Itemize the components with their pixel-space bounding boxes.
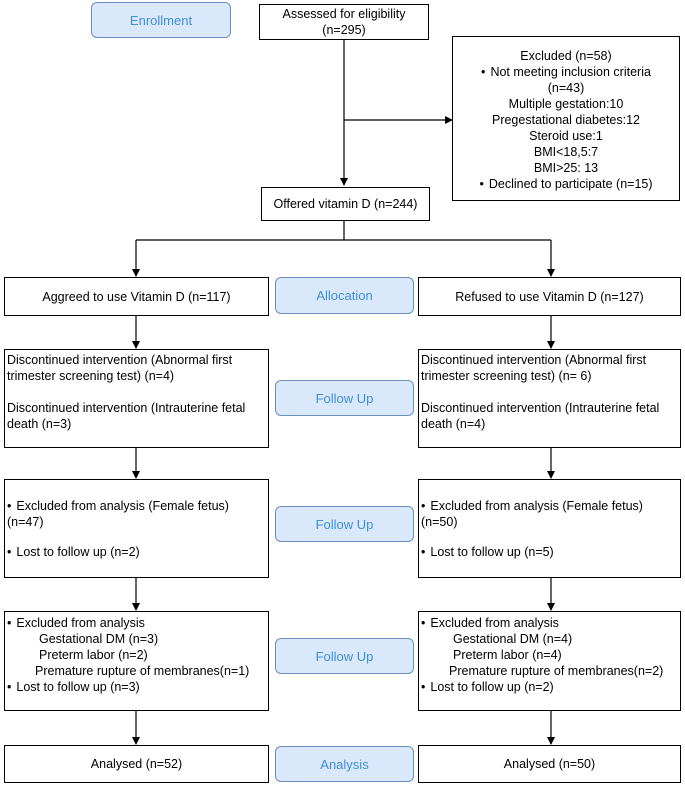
stage-allocation-label: Allocation [316, 288, 373, 303]
right-followup3-gdm: Gestational DM (n=4) [453, 632, 573, 646]
stage-allocation: Allocation [275, 277, 414, 314]
excluded-not-meeting-text: Not meeting inclusion criteria [490, 65, 651, 79]
excluded-box: Excluded (n=58) Not meeting inclusion cr… [452, 36, 680, 201]
excluded-pregestational-diabetes: Pregestational diabetes:12 [491, 113, 641, 127]
left-analysed-label: Analysed (n=52) [90, 757, 183, 771]
offered-label: Offered vitamin D (n=244) [273, 197, 418, 211]
left-followup1-box: Discontinued intervention (Abnormal firs… [4, 349, 269, 448]
excluded-not-meeting: Not meeting inclusion criteria [453, 64, 679, 80]
excluded-declined: Declined to participate (n=15) [453, 176, 679, 192]
right-followup3-box: Excluded from analysis Gestational DM (n… [418, 611, 681, 711]
right-followup3-prom: Premature rupture of membranes(n=2) [449, 664, 664, 678]
stage-analysis-label: Analysis [320, 756, 369, 772]
right-allocation-box: Refused to use Vitamin D (n=127) [418, 277, 681, 316]
stage-enrollment-label: Enrollment [129, 12, 193, 28]
right-followup3-preterm: Preterm labor (n=4) [453, 648, 562, 662]
right-followup2-a1-text: Excluded from analysis (Female fetus) [430, 499, 643, 513]
left-followup1-b1: Discontinued intervention (Intrauterine … [7, 401, 246, 415]
left-followup2-b-text: Lost to follow up (n=2) [16, 545, 140, 559]
right-analysed-box: Analysed (n=50) [418, 745, 681, 783]
excluded-declined-text: Declined to participate (n=15) [488, 177, 653, 191]
stage-follow-up-1-label: Follow Up [315, 390, 374, 406]
left-followup2-a1-text: Excluded from analysis (Female fetus) [16, 499, 229, 513]
excluded-bmi-low: BMI<18,5:7 [533, 145, 599, 159]
right-followup3-lost-text: Lost to follow up (n=2) [430, 680, 554, 694]
left-followup3-gdm: Gestational DM (n=3) [39, 632, 159, 646]
right-followup1-a1: Discontinued intervention (Abnormal firs… [421, 353, 647, 367]
left-followup3-lost: Lost to follow up (n=3) [7, 679, 266, 695]
left-followup2-a2: (n=47) [7, 515, 44, 529]
stage-enrollment: Enrollment [91, 2, 231, 38]
stage-follow-up-2-label: Follow Up [315, 516, 374, 532]
left-allocation-label: Aggreed to use Vitamin D (n=117) [42, 289, 231, 304]
left-followup3-prom: Premature rupture of membranes(n=1) [35, 664, 250, 678]
stage-follow-up-2: Follow Up [275, 506, 414, 542]
right-followup2-box: Excluded from analysis (Female fetus) (n… [418, 479, 681, 578]
left-followup1-a1: Discontinued intervention (Abnormal firs… [7, 353, 233, 367]
right-followup1-b1: Discontinued intervention (Intrauterine … [421, 401, 660, 415]
right-followup2-a1: Excluded from analysis (Female fetus) [421, 498, 678, 514]
stage-follow-up-1: Follow Up [275, 380, 414, 416]
right-followup1-box: Discontinued intervention (Abnormal firs… [418, 349, 681, 448]
right-followup3-lost: Lost to follow up (n=2) [421, 679, 678, 695]
left-followup2-a1: Excluded from analysis (Female fetus) [7, 498, 266, 514]
left-followup3-lost-text: Lost to follow up (n=3) [16, 680, 140, 694]
excluded-steroid-use: Steroid use:1 [529, 129, 603, 143]
stage-analysis: Analysis [275, 746, 414, 782]
excluded-not-meeting-count: (n=43) [547, 81, 585, 95]
right-followup1-a2: trimester screening test) (n= 6) [421, 369, 592, 383]
excluded-title: Excluded (n=58) [520, 49, 612, 63]
left-followup1-b2: death (n=3) [7, 417, 72, 431]
right-followup2-b-text: Lost to follow up (n=5) [430, 545, 554, 559]
stage-follow-up-3: Follow Up [275, 638, 414, 674]
excluded-multiple-gestation: Multiple gestation:10 [508, 97, 624, 111]
right-followup3-head-text: Excluded from analysis [430, 616, 559, 630]
offered-box: Offered vitamin D (n=244) [261, 187, 430, 221]
right-followup3-head: Excluded from analysis [421, 615, 678, 631]
left-followup3-preterm: Preterm labor (n=2) [39, 648, 148, 662]
right-followup2-b: Lost to follow up (n=5) [421, 544, 678, 560]
stage-follow-up-3-label: Follow Up [315, 648, 374, 664]
left-followup2-b: Lost to follow up (n=2) [7, 544, 266, 560]
right-analysed-label: Analysed (n=50) [503, 757, 596, 771]
right-allocation-label: Refused to use Vitamin D (n=127) [455, 289, 644, 304]
excluded-bmi-high: BMI>25: 13 [533, 161, 599, 175]
left-analysed-box: Analysed (n=52) [4, 745, 269, 783]
right-followup1-b2: death (n=4) [421, 417, 486, 431]
left-followup3-head: Excluded from analysis [7, 615, 266, 631]
assessed-line1: Assessed for eligibility [282, 7, 406, 21]
left-followup2-box: Excluded from analysis (Female fetus) (n… [4, 479, 269, 578]
left-followup3-head-text: Excluded from analysis [16, 616, 145, 630]
left-followup1-a2: trimester screening test) (n=4) [7, 369, 175, 383]
right-followup2-a2: (n=50) [421, 515, 458, 529]
assessed-box: Assessed for eligibility (n=295) [259, 4, 429, 40]
assessed-count: (n=295) [322, 23, 366, 37]
left-followup3-box: Excluded from analysis Gestational DM (n… [4, 611, 269, 711]
left-allocation-box: Aggreed to use Vitamin D (n=117) [4, 277, 269, 316]
